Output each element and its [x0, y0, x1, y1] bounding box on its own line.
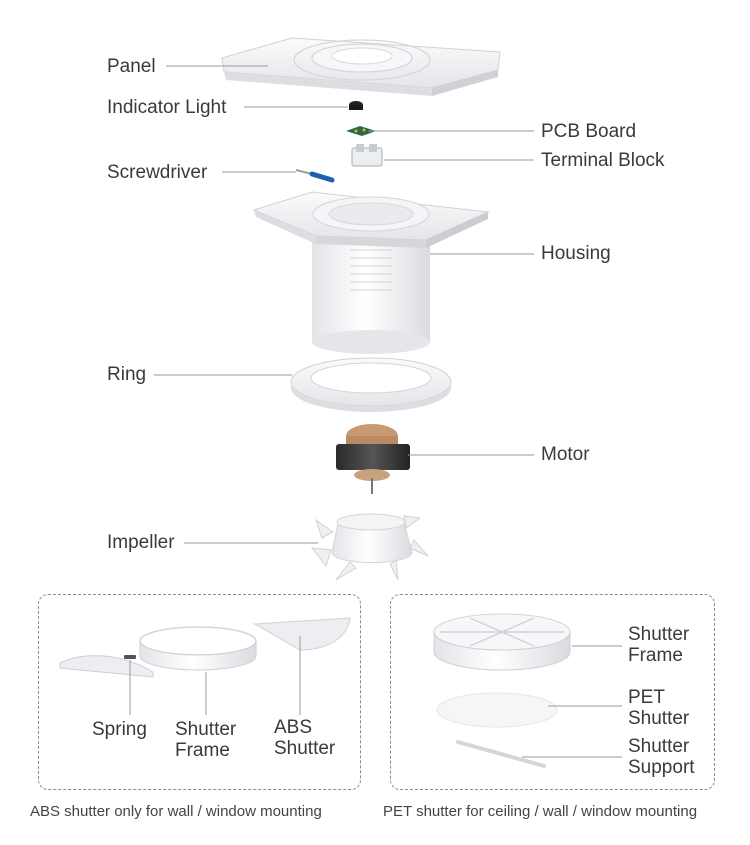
- label-impeller: Impeller: [107, 532, 175, 553]
- motor-part: [336, 424, 410, 494]
- pcb-board-part: [346, 126, 376, 136]
- abs-leader-lines: [129, 636, 301, 715]
- screwdriver-part: [295, 169, 335, 183]
- abs-kit-box: [38, 594, 361, 790]
- label-ring: Ring: [107, 364, 147, 385]
- label-indicator-light: Indicator Light: [107, 97, 227, 118]
- label-motor: Motor: [541, 444, 590, 465]
- leader-lines: [154, 65, 534, 544]
- label-screwdriver: Screwdriver: [107, 162, 208, 183]
- label-abs-shutter: ABS Shutter: [274, 717, 336, 759]
- label-pcb-board: PCB Board: [541, 121, 637, 142]
- pet-leader-lines: [522, 645, 622, 758]
- label-housing: Housing: [541, 243, 611, 264]
- caption-pet-kit: PET shutter for ceiling / wall / window …: [383, 803, 698, 820]
- housing-part: [252, 191, 490, 354]
- label-panel: Panel: [107, 56, 156, 77]
- indicator-light-part: [349, 101, 363, 110]
- label-pet-shutter-support: Shutter Support: [628, 736, 695, 778]
- label-abs-spring: Spring: [92, 719, 147, 740]
- ring-part: [290, 357, 452, 412]
- label-pet-shutter-frame: Shutter Frame: [628, 624, 690, 666]
- label-abs-shutter-frame: Shutter Frame: [175, 719, 237, 761]
- pet-kit-box: [390, 594, 715, 790]
- caption-abs-kit: ABS shutter only for wall / window mount…: [30, 803, 322, 820]
- terminal-block-part: [351, 144, 383, 167]
- label-terminal-block: Terminal Block: [541, 150, 665, 171]
- panel-part: [221, 37, 501, 96]
- label-pet-shutter: PET Shutter: [628, 687, 690, 729]
- pet-kit-parts: [433, 613, 571, 768]
- impeller-part: [310, 513, 429, 581]
